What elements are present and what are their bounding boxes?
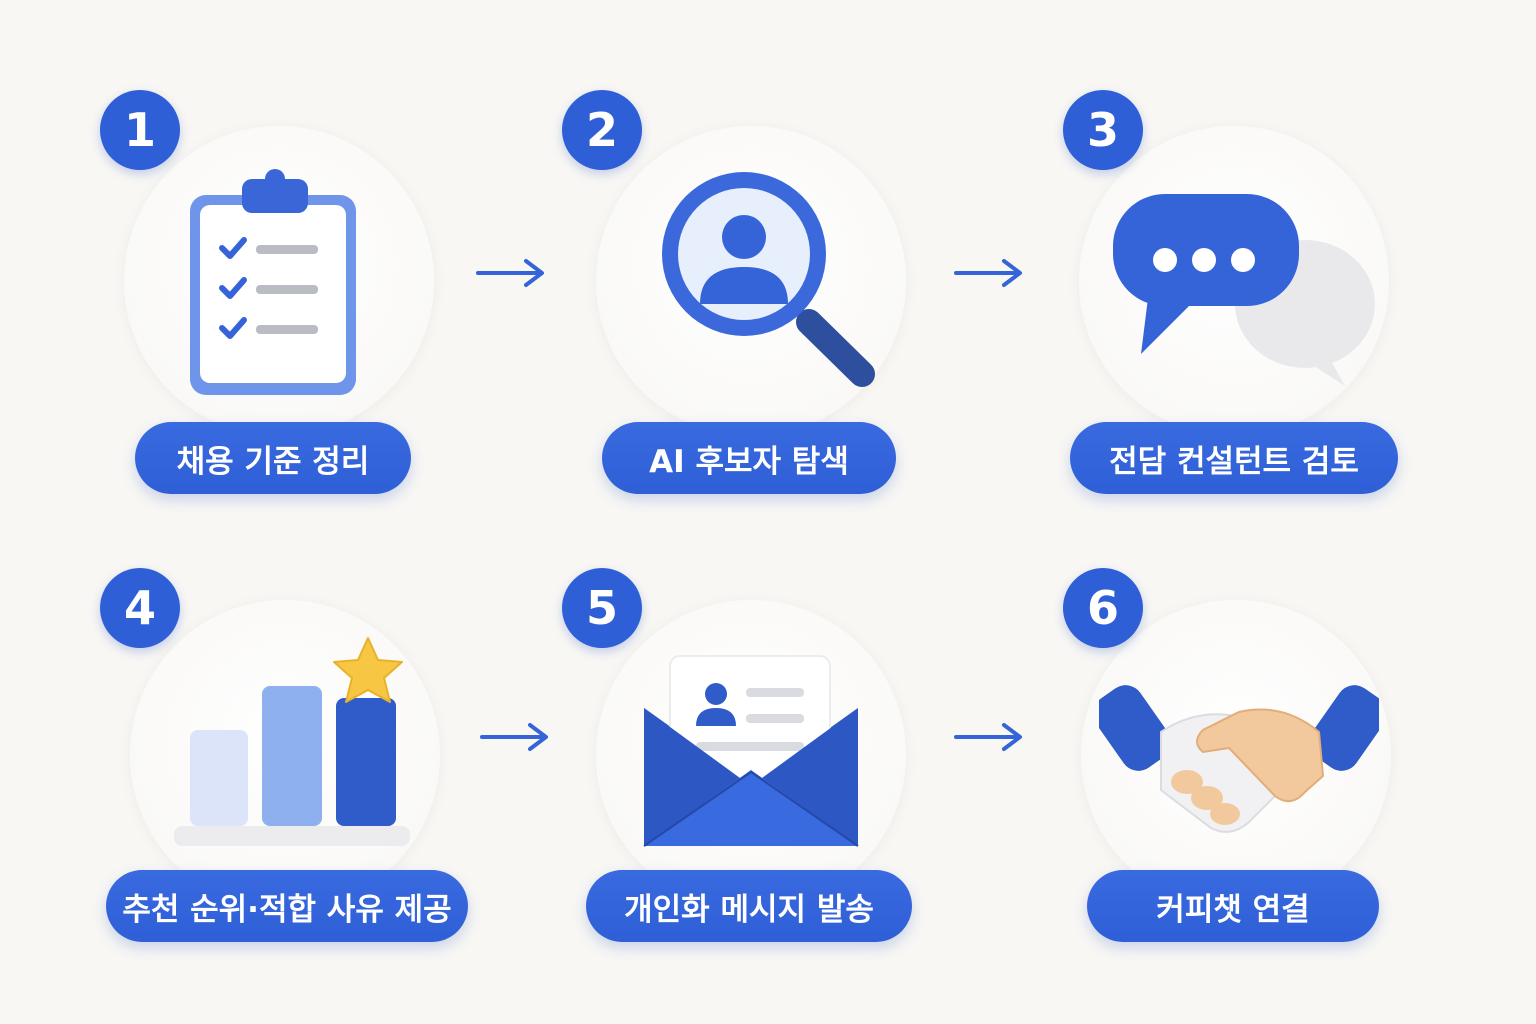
step-4: 4 추천 순위·적합 사유 제공 <box>100 568 500 988</box>
arrow-right-icon <box>954 723 1022 751</box>
step-label: 커피챗 연결 <box>1087 870 1379 942</box>
step-label: 채용 기준 정리 <box>135 422 411 494</box>
arrow-right-icon <box>476 259 544 287</box>
clipboard-checklist-icon <box>190 169 356 395</box>
chat-bubbles-icon <box>1113 194 1375 386</box>
step-number-badge: 6 <box>1063 568 1143 648</box>
step-number-badge: 1 <box>100 90 180 170</box>
envelope-profile-icon <box>643 655 859 847</box>
arrow-right-icon <box>480 723 548 751</box>
step-number-badge: 3 <box>1063 90 1143 170</box>
step-number-badge: 5 <box>562 568 642 648</box>
arrow-right-icon <box>954 259 1022 287</box>
step-label: 전담 컨설턴트 검토 <box>1070 422 1398 494</box>
step-3: 3 전담 컨설턴트 검토 <box>1063 90 1463 510</box>
step-number-badge: 4 <box>100 568 180 648</box>
step-label: 추천 순위·적합 사유 제공 <box>106 870 468 942</box>
step-6: 6 커피챗 연결 <box>1063 568 1463 988</box>
magnifier-person-icon <box>662 172 875 387</box>
step-label: 개인화 메시지 발송 <box>586 870 912 942</box>
step-number-badge: 2 <box>562 90 642 170</box>
handshake-icon <box>1099 685 1379 833</box>
step-1: 1 채용 기준 정리 <box>100 90 500 510</box>
step-2: 2 AI 후보자 탐색 <box>562 90 962 510</box>
bar-chart-star-icon <box>174 637 410 846</box>
step-label: AI 후보자 탐색 <box>602 422 896 494</box>
step-5: 5 개인화 메시지 발송 <box>562 568 962 988</box>
